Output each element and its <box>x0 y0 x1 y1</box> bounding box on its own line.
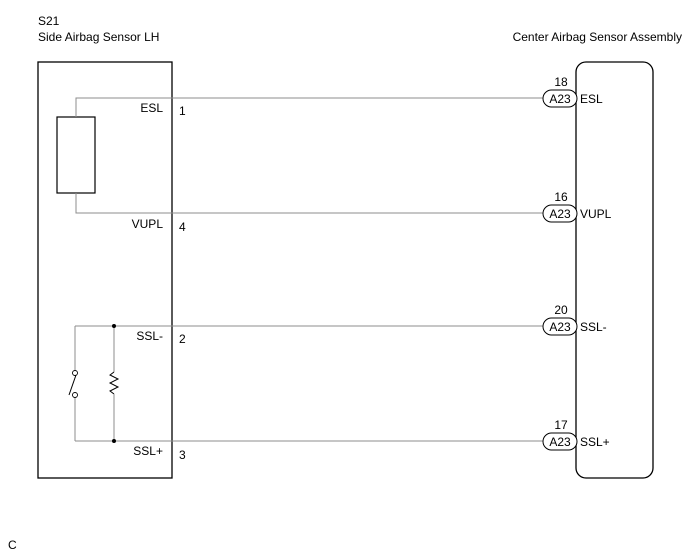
internal-wire-esl <box>75 97 172 117</box>
right-label-vupl: VUPL <box>580 207 612 221</box>
left-label-vupl: VUPL <box>132 217 164 231</box>
sensor-box <box>37 61 173 479</box>
left-pin-1: 1 <box>179 104 186 118</box>
footer-code: C <box>8 538 17 552</box>
right-label-ssl-minus: SSL- <box>580 320 607 334</box>
connector-label: A23 <box>549 320 571 334</box>
switch-contact-top <box>72 370 78 376</box>
right-pin-20: 20 <box>554 303 568 317</box>
left-label-ssl-minus: SSL- <box>136 329 163 343</box>
connector-oval <box>542 432 578 451</box>
connector-oval <box>542 204 578 223</box>
right-pin-16: 16 <box>554 190 568 204</box>
left-pin-3: 3 <box>179 448 186 462</box>
right-label-ssl-plus: SSL+ <box>580 435 610 449</box>
resistor-zigzag <box>108 371 120 395</box>
switch-contact-bottom <box>72 392 78 398</box>
right-label-esl: ESL <box>580 92 603 106</box>
connector-label: A23 <box>549 435 571 449</box>
junction-dot-top <box>112 324 116 328</box>
squib-element <box>56 116 96 194</box>
left-label-esl: ESL <box>140 101 163 115</box>
left-pin-4: 4 <box>179 220 186 234</box>
right-pin-18: 18 <box>554 75 568 89</box>
assembly-box <box>575 61 654 479</box>
left-label-ssl-plus: SSL+ <box>133 444 163 458</box>
junction-dot-bottom <box>112 439 116 443</box>
sensor-code: S21 <box>38 14 60 28</box>
connector-oval <box>542 317 578 336</box>
right-pin-17: 17 <box>554 418 568 432</box>
switch-blade <box>68 374 77 396</box>
internal-wire-vupl <box>75 193 172 214</box>
sensor-name: Side Airbag Sensor LH <box>38 30 159 44</box>
connector-label: A23 <box>549 207 571 221</box>
connector-oval <box>542 89 578 108</box>
left-pin-2: 2 <box>179 332 186 346</box>
connector-label: A23 <box>549 92 571 106</box>
assembly-name: Center Airbag Sensor Assembly <box>513 30 682 44</box>
